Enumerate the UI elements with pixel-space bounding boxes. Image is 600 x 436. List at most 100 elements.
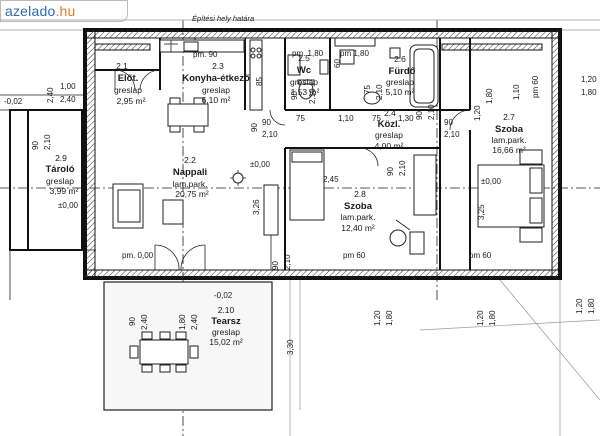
dim-2-10-h: 2,10	[283, 254, 292, 270]
dim-3-25: 3,25	[477, 204, 486, 220]
dim-1-20-b: 1,20	[373, 310, 382, 326]
dim-1-30: 1,30	[398, 114, 414, 123]
room-area: 4,00 m²	[375, 141, 404, 151]
room-number: 2.5	[298, 53, 310, 63]
sill-bed28-bottom: pm 60	[343, 251, 366, 260]
room-number: 2.9	[55, 153, 67, 163]
room-floor: greslap	[46, 176, 74, 186]
dim-1-20-e: 1,20	[473, 105, 482, 121]
room-floor: greslap	[202, 85, 230, 95]
dim-90-e: 90	[290, 91, 299, 100]
level-terrace: -0,02	[214, 291, 233, 300]
dim-2-10-f: 2,10	[375, 84, 384, 100]
room-number: 2.3	[212, 61, 224, 71]
room-2-4: 2.4 Közl. greslap 4,00 m²	[375, 108, 404, 151]
room-area: 6,10 m²	[202, 95, 231, 105]
room-number: 2.10	[218, 305, 235, 315]
dim-90-f: 90	[128, 317, 137, 326]
dim-1-80-c: 1,80	[385, 310, 394, 326]
room-name: Konyha-étkező	[182, 73, 250, 84]
dim-2-10-a: 2,10	[262, 130, 278, 139]
dim-90-g: 90	[31, 141, 40, 150]
room-2-9: 2.9 Tároló greslap 3,99 m²	[45, 153, 78, 196]
dim-2-10-b: 2,10	[444, 130, 460, 139]
room-area: 12,40 m²	[341, 223, 375, 233]
bath-fixtures	[339, 44, 439, 108]
level-living: ±0,00	[250, 160, 271, 169]
door-swings	[114, 69, 471, 271]
dim-90-b: 90	[444, 118, 453, 127]
living-furniture	[112, 170, 279, 270]
dim-1-20-d: 1,20	[575, 298, 584, 314]
room-2-1: 2.1 Előt. greslap 2,95 m²	[114, 61, 146, 106]
dim-90-a: 90	[262, 118, 271, 127]
room-floor: greslap	[114, 85, 142, 95]
sill-living-bottom: pm. 0,00	[122, 251, 154, 260]
room-number: 2.2	[184, 155, 196, 165]
dim-1-80-b: 1,80	[178, 314, 187, 330]
dim-90-h: 90	[271, 261, 280, 270]
room-number: 2.6	[394, 54, 406, 64]
dim-2-10-d: 2,10	[398, 160, 407, 176]
room-floor: greslap	[212, 327, 240, 337]
dim-1-80-d: 1,80	[488, 310, 497, 326]
dim-85: 85	[255, 77, 264, 86]
room-floor: greslap	[290, 77, 318, 87]
dim-90-c: 90	[250, 123, 259, 132]
dim-3-26: 3,26	[252, 199, 261, 215]
dim-1-00: 1,00	[60, 82, 76, 91]
dim-2-10-g: 2,10	[43, 134, 52, 150]
dim-2-10-i: 2,10	[427, 104, 436, 120]
room-area: 3,99 m²	[50, 186, 79, 196]
kitchen-table	[167, 97, 209, 133]
dim-1-80: 1,80	[581, 88, 597, 97]
room-2-6: 2.6 Fürdő greslap 5,10 m²	[386, 54, 416, 97]
bedroom-28-furniture	[289, 149, 437, 255]
room-2-8: 2.8 Szoba lam.park. 12,40 m²	[341, 189, 376, 233]
dim-1-20-c: 1,20	[476, 310, 485, 326]
dim-60-a: 60	[333, 59, 342, 68]
room-number: 2.1	[116, 61, 128, 71]
dim-1-10: 1,10	[338, 114, 354, 123]
room-2-3: 2.3 Konyha-étkező greslap 6,10 m²	[182, 61, 250, 105]
dim-2-40-d: 2,40	[190, 314, 199, 330]
sill-wc: pm. 1,80	[292, 49, 324, 58]
dim-3-30: 3,30	[286, 339, 295, 355]
dim-75-a: 75	[296, 114, 305, 123]
room-2-5: 2.5 Wc greslap 1,53 m²	[290, 53, 320, 97]
dim-2-40-c: 2,40	[140, 314, 149, 330]
watermark-text: azelado.hu	[5, 3, 76, 19]
room-name: Tearsz	[211, 316, 241, 327]
room-floor: greslap	[375, 130, 403, 140]
sill-bed27-right: pm 60	[531, 75, 540, 98]
room-name: Szoba	[344, 201, 373, 212]
room-number: 2.4	[384, 108, 396, 118]
kitchen-fixtures	[159, 39, 263, 111]
dimension-labels: 1,00 2,40 2,40 1,20 1,80 75 1,10 75 1,30…	[31, 59, 597, 355]
room-floor: greslap	[386, 77, 414, 87]
room-area: 1,53 m²	[291, 87, 320, 97]
sill-labels: pm. 90 pm. 1,80 pm 1,80 pm 60 pm. 0,00 p…	[122, 49, 540, 260]
room-floor: lam.park.	[492, 135, 527, 145]
outer-walls	[83, 28, 562, 280]
sill-kitchen: pm. 90	[193, 50, 218, 59]
sill-bath: pm 1,80	[340, 49, 369, 58]
dim-1-20: 1,20	[581, 75, 597, 84]
room-area: 16,66 m²	[492, 145, 526, 155]
room-name: Előt.	[118, 73, 139, 84]
level-storage: ±0,00	[58, 201, 79, 210]
bedroom-27-bed	[477, 149, 545, 243]
room-2-2: 2.2 Nappali lam.park. 20,75 m²	[173, 155, 209, 199]
room-floor: lam.park.	[341, 212, 376, 222]
sill-bed27-bottom: pm 60	[469, 251, 492, 260]
terrace	[103, 281, 273, 411]
level-left: -0,02	[4, 97, 23, 106]
dim-2-45: 2,45	[323, 175, 339, 184]
room-floor: lam.park.	[173, 179, 208, 189]
dim-75-c: 75	[363, 85, 372, 94]
dim-1-80-f: 1,80	[485, 88, 494, 104]
room-2-7: 2.7 Szoba lam.park. 16,66 m²	[492, 112, 527, 155]
dim-90-i: 90	[415, 111, 424, 120]
watermark: azelado.hu	[0, 0, 128, 22]
